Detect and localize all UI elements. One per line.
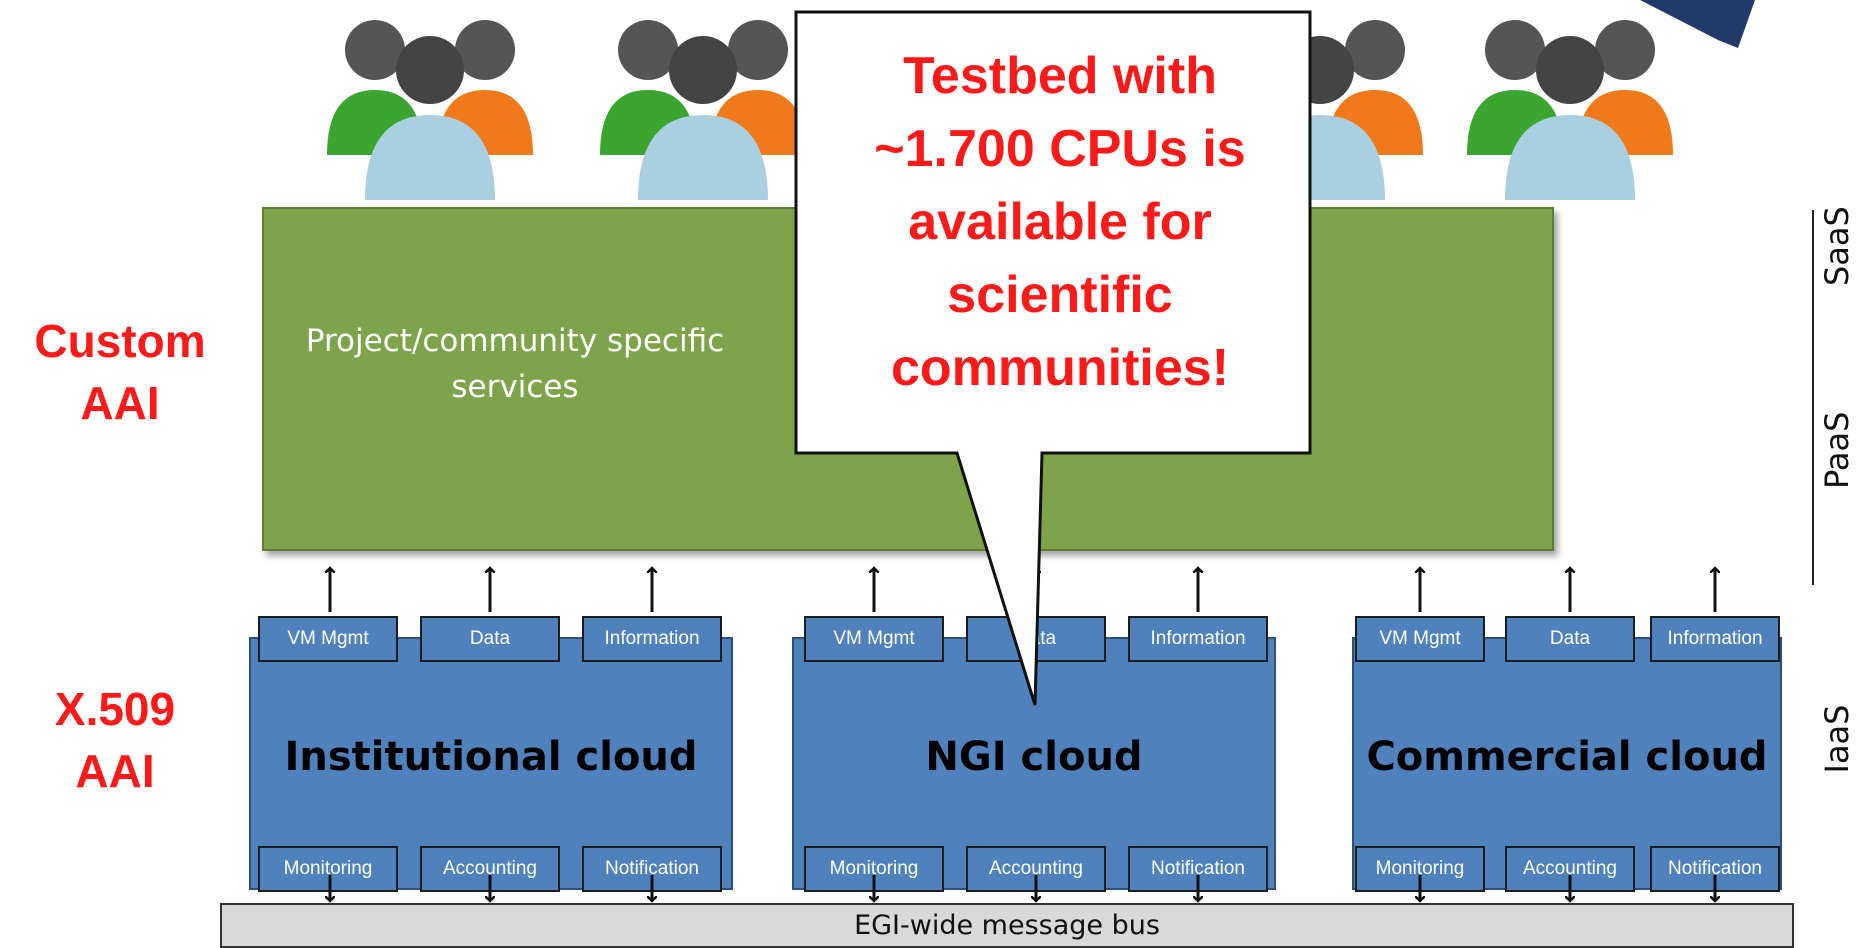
service-monitoring: Monitoring — [258, 846, 398, 892]
cloud-title: NGI cloud — [925, 734, 1143, 780]
service-information: Information — [1128, 616, 1268, 662]
service-vm-mgmt: VM Mgmt — [804, 616, 944, 662]
message-bus: EGI-wide message bus — [220, 903, 1794, 948]
user-group-icon — [1445, 5, 1695, 205]
service-information: Information — [1650, 616, 1780, 662]
user-group-icon — [578, 5, 828, 205]
x509-aai-label: X.509 AAI — [54, 683, 176, 797]
cloud-title: Commercial cloud — [1366, 734, 1768, 780]
callout-text: Testbed with ~1.700 CPUs is available fo… — [874, 47, 1246, 397]
service-data: Data — [420, 616, 560, 662]
service-vm-mgmt: VM Mgmt — [1355, 616, 1485, 662]
services-panel-text: Project/community specific services — [305, 323, 725, 405]
service-notification: Notification — [582, 846, 722, 892]
service-data: Data — [1505, 616, 1635, 662]
service-information: Information — [582, 616, 722, 662]
cloud-title: Institutional cloud — [284, 734, 698, 780]
user-group-icon — [305, 5, 555, 205]
layer-separator — [1812, 210, 1814, 585]
custom-aai-label: Custom AAI — [34, 315, 206, 429]
service-vm-mgmt: VM Mgmt — [258, 616, 398, 662]
